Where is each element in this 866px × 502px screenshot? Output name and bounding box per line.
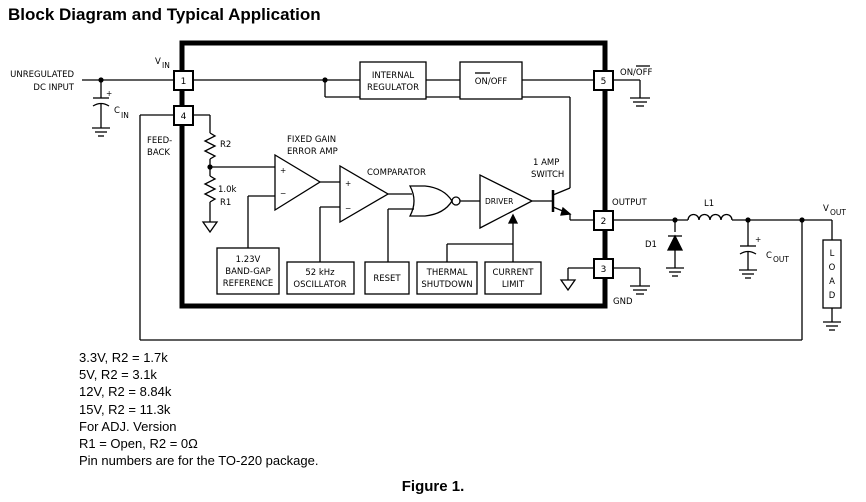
r2-label: R2: [220, 140, 231, 150]
internal-regulator-box: [359, 61, 427, 100]
error-amp-plus: +: [280, 166, 286, 175]
note-line: For ADJ. Version: [79, 418, 177, 434]
pin-1-box: [173, 70, 194, 91]
thermal-label: THERMAL: [426, 268, 468, 278]
diode-d1: [666, 234, 684, 251]
thermal-shutdown-box: [416, 261, 478, 295]
pin-5-label: 5: [601, 77, 607, 87]
note-line: 15V, R2 = 11.3k: [79, 401, 171, 417]
ground-symbol: [92, 127, 110, 137]
cout-label: C: [766, 251, 772, 261]
pin-4-label: 4: [181, 112, 187, 122]
pin-5-box: [593, 70, 614, 91]
vout-subscript: OUT: [830, 208, 846, 217]
note-line: 3.3V, R2 = 1.7k: [79, 350, 168, 365]
on-off-box: [459, 61, 523, 100]
driver-symbol: [479, 173, 534, 230]
pin-2-box: [593, 210, 614, 231]
reset-label: RESET: [373, 274, 401, 284]
reset-box: [364, 261, 410, 295]
comparator-symbol: [339, 164, 390, 224]
reference-label-3: REFERENCE: [223, 279, 273, 289]
current-limit-label: CURRENT: [493, 268, 535, 278]
cin-plus: +: [106, 89, 112, 98]
note-line: R1 = Open, R2 = 0Ω: [79, 436, 198, 452]
oscillator-box: [286, 261, 355, 295]
cout-plus: +: [755, 235, 761, 244]
switch-label-2: SWITCH: [531, 170, 564, 180]
cin-subscript: IN: [121, 111, 129, 120]
error-amp-label-2: ERROR AMP: [287, 147, 338, 157]
ground-symbol: [823, 321, 841, 331]
comparator-minus: −: [345, 204, 351, 213]
ground-symbol: [739, 269, 757, 279]
pin-4-box: [173, 105, 194, 126]
oscillator-label: 52 kHz: [305, 268, 335, 278]
gnd-label: GND: [613, 297, 633, 307]
junction-dots: [98, 77, 805, 223]
internal-regulator-label-2: REGULATOR: [367, 83, 419, 93]
note-line: 5V, R2 = 3.1k: [79, 367, 157, 383]
on-off-pin-label: ON/OFF: [620, 68, 652, 78]
switch-label: 1 AMP: [533, 158, 559, 168]
reference-label: 1.23V: [236, 255, 261, 265]
comparator-plus: +: [345, 179, 351, 188]
nor-gate-symbol: [408, 185, 453, 217]
feedback-label-2: BACK: [147, 148, 170, 158]
current-limit-label-2: LIMIT: [502, 280, 525, 290]
page-title: Block Diagram and Typical Application: [8, 5, 321, 24]
ground-symbol: [630, 97, 650, 107]
cout-subscript: OUT: [773, 255, 789, 264]
oscillator-label-2: OSCILLATOR: [293, 280, 346, 290]
ic-package-outline: [179, 40, 608, 309]
d1-label: D1: [645, 240, 657, 250]
error-amp-minus: −: [280, 189, 286, 198]
l1-label: L1: [704, 199, 714, 209]
note-line: 12V, R2 = 8.84k: [79, 384, 172, 400]
note-line: Pin numbers are for the TO-220 package.: [79, 453, 319, 469]
pin-3-label: 3: [601, 265, 607, 275]
error-amp-label: FIXED GAIN: [287, 135, 336, 145]
current-limit-box: [484, 261, 542, 295]
on-off-box-label: ON/OFF: [475, 77, 507, 87]
pin-1-label: 1: [181, 77, 187, 87]
r1-label: R1: [220, 198, 231, 208]
unregulated-label: UNREGULATED: [10, 70, 74, 80]
comparator-label: COMPARATOR: [367, 168, 426, 178]
error-amp-symbol: [274, 153, 322, 212]
reference-label-2: BAND-GAP: [225, 267, 270, 277]
notes-list: 3.3V, R2 = 1.7k 5V, R2 = 3.1k 12V, R2 = …: [79, 349, 318, 469]
band-gap-reference-box: [216, 247, 280, 295]
dc-input-label: DC INPUT: [33, 83, 74, 93]
vin-label: V: [155, 57, 161, 67]
vout-label: V: [823, 204, 829, 214]
inductor-l1: [687, 213, 733, 221]
ground-symbol: [666, 267, 684, 277]
ground-symbol: [630, 285, 650, 295]
feedback-label: FEED-: [147, 136, 172, 146]
r1-value-label: 1.0k: [218, 185, 237, 195]
pin-3-box: [593, 258, 614, 279]
cin-label: C: [114, 106, 120, 116]
output-label: OUTPUT: [612, 198, 647, 208]
thermal-label-2: SHUTDOWN: [421, 280, 472, 290]
figure-caption: Figure 1.: [401, 478, 465, 495]
pin-2-label: 2: [601, 217, 607, 227]
internal-regulator-label: INTERNAL: [372, 71, 415, 81]
driver-label: DRIVER: [485, 197, 513, 206]
vin-subscript: IN: [162, 61, 170, 70]
